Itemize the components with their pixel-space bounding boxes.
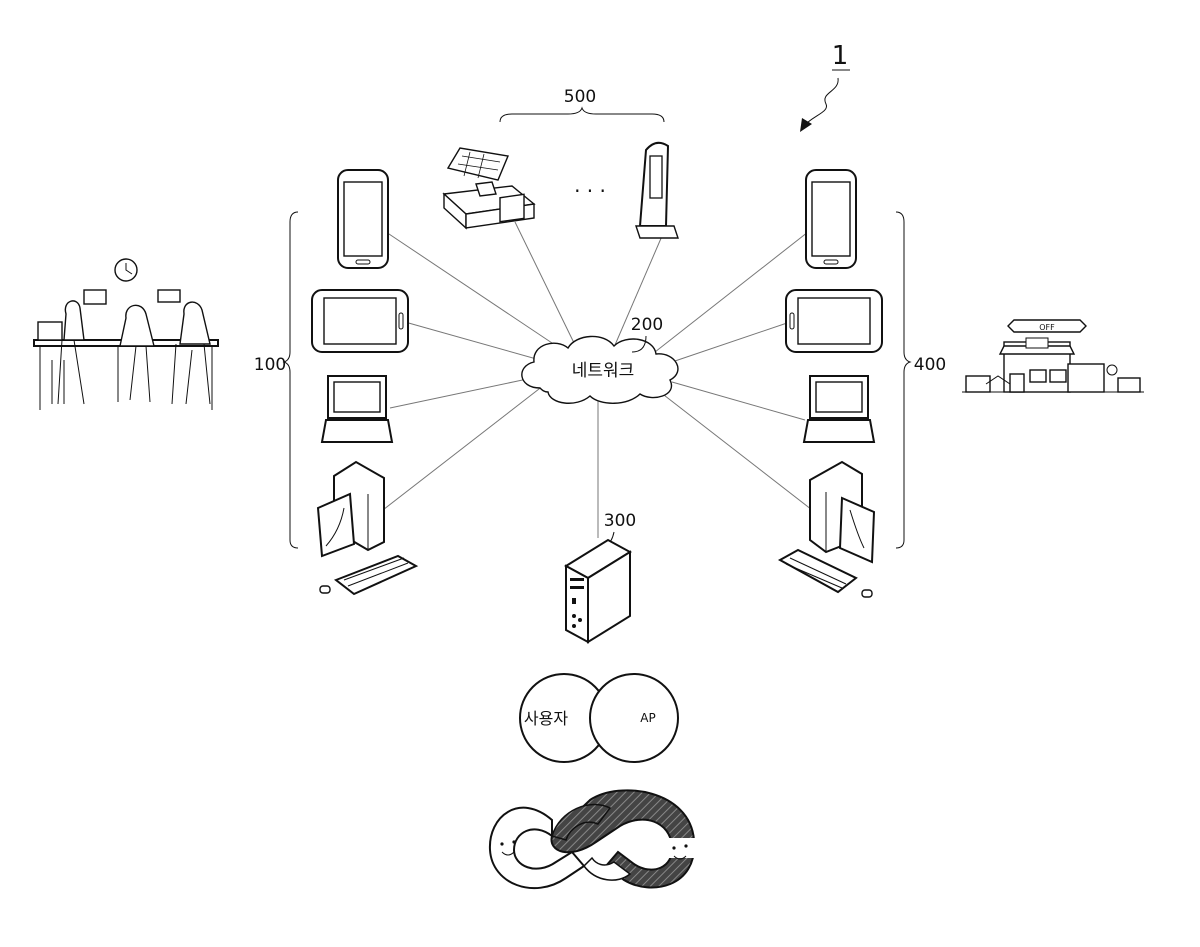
- right-group-brace: [896, 212, 910, 548]
- right-laptop-icon: [804, 376, 874, 442]
- kiosk-icon: [636, 143, 678, 238]
- venn-user-label: 사용자: [524, 709, 568, 728]
- shop-sign-text: OFF: [1039, 323, 1055, 332]
- pos-group-ref-label: 500: [564, 87, 596, 107]
- right-tablet-icon: [786, 290, 882, 352]
- pos-ellipsis: · · ·: [574, 179, 606, 203]
- pos-group-brace: [500, 108, 664, 122]
- left-tablet-icon: [312, 290, 408, 352]
- smiley-face-right: [666, 838, 696, 859]
- left-desktop-computer-icon: [318, 462, 416, 594]
- storefront-street-illustration: OFF: [962, 320, 1144, 392]
- chain-link-icon: [490, 790, 696, 888]
- system-ref-arrow: [804, 78, 838, 126]
- server-ref-label: 300: [604, 511, 636, 531]
- left-smartphone-icon: [338, 170, 388, 268]
- left-group-brace: [284, 212, 298, 548]
- right-smartphone-icon: [806, 170, 856, 268]
- network-ref-label: 200: [631, 315, 663, 335]
- server-tower-icon: [566, 540, 630, 642]
- network-cloud: 네트워크: [522, 336, 678, 403]
- right-group-ref-label: 400: [914, 355, 946, 375]
- meeting-people-illustration: [34, 259, 218, 410]
- network-label: 네트워크: [572, 361, 635, 381]
- venn-diagram: 사용자 AP: [520, 674, 678, 762]
- left-group-ref-label: 100: [254, 355, 286, 375]
- venn-ap-label: AP: [640, 711, 655, 725]
- left-laptop-icon: [322, 376, 392, 442]
- system-ref-label: 1: [832, 41, 849, 71]
- pos-terminal-icon: [444, 148, 534, 228]
- right-desktop-computer-icon: [780, 462, 874, 597]
